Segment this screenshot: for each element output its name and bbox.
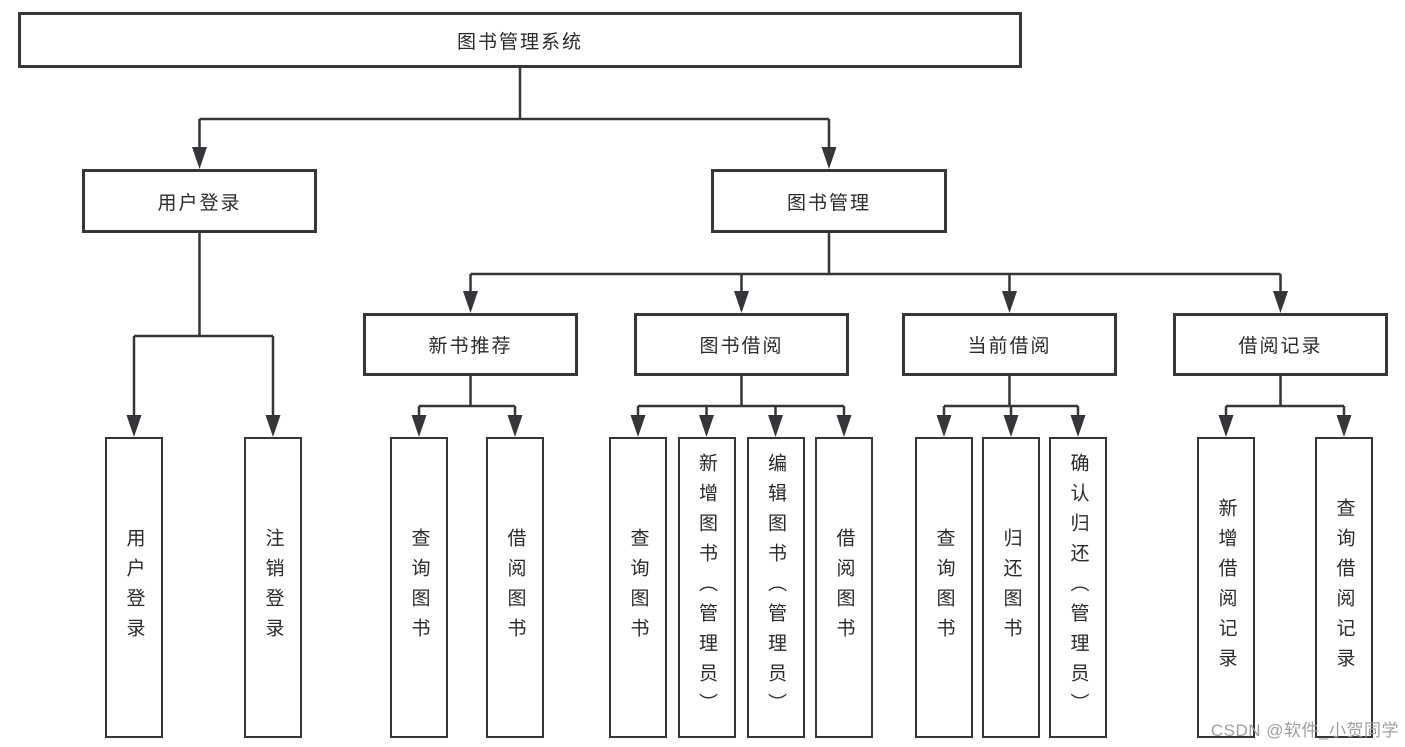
leaf-query-borrow-record-label: 查询借阅记录: [1333, 497, 1355, 678]
leaf-confirm-return-admin: 确认归还（管理员）: [1049, 437, 1107, 738]
leaf-query-books-borrow: 查询图书: [609, 437, 667, 738]
csdn-watermark: CSDN @软件_小贺同学: [1210, 721, 1399, 740]
leaf-logout-login: 注销登录: [244, 437, 302, 738]
leaf-query-books-recommend-label: 查询图书: [408, 527, 430, 648]
connector-elbows: [132, 68, 1346, 417]
node-current-borrowing-label: 当前借阅: [967, 336, 1052, 357]
leaf-return-books: 归还图书: [982, 437, 1040, 738]
leaf-query-books-borrow-label: 查询图书: [627, 527, 649, 648]
node-book-borrowing-label: 图书借阅: [699, 336, 784, 357]
node-book-management: 图书管理: [711, 169, 947, 233]
node-library-management-system: 图书管理系统: [18, 12, 1022, 68]
leaf-borrow-books-recommend-label: 借阅图书: [504, 527, 526, 648]
node-new-book-recommendation: 新书推荐: [363, 313, 578, 376]
node-user-login-label: 用户登录: [157, 192, 242, 214]
node-user-login: 用户登录: [82, 169, 317, 233]
leaf-confirm-return-admin-label: 确认归还（管理员）: [1067, 452, 1089, 723]
leaf-query-borrow-record: 查询借阅记录: [1315, 437, 1373, 738]
leaf-borrow-books-borrow: 借阅图书: [815, 437, 873, 738]
leaf-edit-book-admin: 编辑图书（管理员）: [746, 437, 805, 738]
leaf-query-books-current: 查询图书: [915, 437, 973, 738]
leaf-return-books-label: 归还图书: [1000, 527, 1022, 648]
leaf-add-borrow-record: 新增借阅记录: [1197, 437, 1255, 738]
leaf-user-login-label: 用户登录: [123, 527, 145, 648]
leaf-edit-book-admin-label: 编辑图书（管理员）: [765, 452, 786, 723]
connector-arrowheads: [126, 147, 1352, 437]
leaf-add-book-admin: 新增图书（管理员）: [677, 437, 736, 738]
node-library-management-system-label: 图书管理系统: [456, 31, 583, 53]
leaf-logout-login-label: 注销登录: [262, 527, 284, 648]
leaf-query-books-recommend: 查询图书: [390, 437, 448, 738]
leaf-query-books-current-label: 查询图书: [933, 527, 955, 648]
node-borrowing-records: 借阅记录: [1173, 313, 1388, 376]
leaf-add-book-admin-label: 新增图书（管理员）: [696, 452, 717, 723]
leaf-borrow-books-borrow-label: 借阅图书: [833, 527, 855, 648]
leaf-borrow-books-recommend: 借阅图书: [486, 437, 544, 738]
node-borrowing-records-label: 借阅记录: [1238, 336, 1323, 357]
leaf-add-borrow-record-label: 新增借阅记录: [1215, 497, 1237, 678]
node-book-management-label: 图书管理: [786, 192, 871, 214]
node-new-book-recommendation-label: 新书推荐: [428, 336, 513, 357]
node-current-borrowing: 当前借阅: [902, 313, 1117, 376]
node-book-borrowing: 图书借阅: [634, 313, 849, 376]
leaf-user-login: 用户登录: [105, 437, 163, 738]
